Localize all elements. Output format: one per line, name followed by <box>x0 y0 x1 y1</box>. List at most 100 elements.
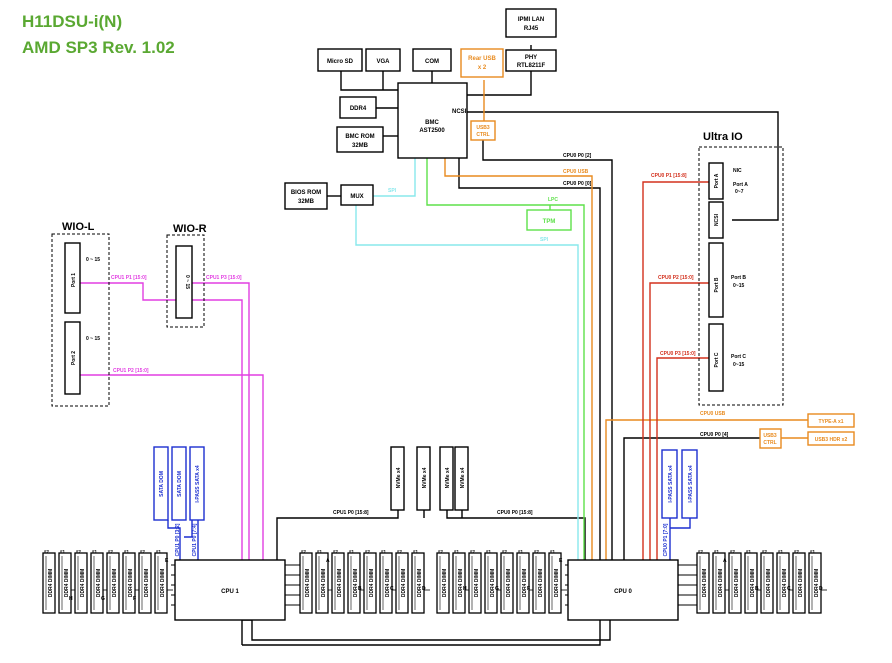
dimm-slot-number: #2 <box>698 549 704 554</box>
ipmi-lan-label: IPMI LAN <box>518 17 544 23</box>
dimm-channel-label: D <box>819 586 823 592</box>
dimm-slot-number: #1 <box>124 549 130 554</box>
dimm-channel-label: E <box>165 558 169 564</box>
dimm-slot-number: #2 <box>470 549 476 554</box>
dimm-slot: DDR4 DIMM#2 <box>468 549 482 614</box>
dimm-slot: DDR4 DIMM#2 <box>792 549 806 614</box>
cpu0-p0-0-label: CPU0 P0 [0] <box>563 181 592 187</box>
board-subtitle: AMD SP3 Rev. 1.02 <box>22 38 175 57</box>
memory-bus-lines <box>171 564 697 606</box>
dimm-slot: DDR4 DIMM#2 <box>138 549 152 614</box>
sata-dom-2: SATA DOM <box>171 446 187 521</box>
spi-label-top: SPI <box>388 188 397 194</box>
cpu0-p0-4-label: CPU0 P0 [4] <box>700 432 729 438</box>
vga-box: VGA <box>365 48 401 72</box>
dimm-slot: DDR4 DIMM#1 <box>548 549 562 614</box>
nvme-slot: NVMe x4 <box>454 446 469 511</box>
dimm-slot-label: DDR4 DIMM <box>321 569 327 597</box>
dimm-slot-label: DDR4 DIMM <box>506 569 512 597</box>
phy-box: PHY RTL8211F <box>505 49 557 72</box>
dimm-slot: DDR4 DIMM #2 <box>42 549 56 614</box>
dimm-slot-label: DDR4 DIMM <box>538 569 544 597</box>
dimm-slot-number: #1 <box>550 549 556 554</box>
dimm-slot: DDR4 DIMM#2 <box>728 549 742 614</box>
dimm-slot-label: DDR4 DIMM <box>80 569 86 597</box>
ipass-sata-cpu0-1: I-PASS SATA x4 <box>661 449 678 519</box>
cpu0-p3-label: CPU0 P3 [15:0] <box>660 351 696 357</box>
dimm-slot-number: #1 <box>156 549 162 554</box>
ncsi-slot-label: NCSI <box>714 213 720 226</box>
spi-label-bottom: SPI <box>540 237 549 243</box>
dimm-channel-label: F <box>133 596 136 602</box>
dimm-slot: DDR4 DIMM#1 <box>411 549 425 614</box>
nvme-slot: NVMe x4 <box>416 446 431 511</box>
usb3-hdr-label: USB3 HDR x2 <box>815 437 848 443</box>
dimm-slot: DDR4 DIMM#2 <box>696 549 710 614</box>
dimm-slot: DDR4 DIMM#1 <box>776 549 790 614</box>
bmc-usb3-ctrl-sub: CTRL <box>476 132 489 138</box>
dimm-slot-label: DDR4 DIMM <box>814 569 820 597</box>
sata-dom-2-label: SATA DOM <box>177 471 183 497</box>
dimm-slot: DDR4 DIMM#1 <box>712 549 726 614</box>
ddr4-bmc-box: DDR4 <box>339 96 377 119</box>
dimm-slot-label: DDR4 DIMM <box>48 569 54 597</box>
ddr4-bmc-label: DDR4 <box>350 106 367 112</box>
tpm-box: TPM <box>526 209 572 231</box>
dimm-slot: DDR4 DIMM#2 <box>500 549 514 614</box>
cpu1-p2-label: CPU1 P2 [15:0] <box>113 368 149 374</box>
ipass-sata-cpu0-2: I-PASS SATA x4 <box>681 449 698 519</box>
phy-chip: RTL8211F <box>517 63 546 69</box>
dimm-slot-number: #2 <box>301 549 307 554</box>
nvme-slot-label: NVMe x4 <box>396 467 402 488</box>
dimm-slot-number: #2 <box>397 549 403 554</box>
cpu1-label: CPU 1 <box>221 589 239 595</box>
dimm-slot-label: DDR4 DIMM <box>522 569 528 597</box>
dimm-channel-label: D <box>422 586 426 592</box>
usb3-ctrl-right-box: USB3 CTRL <box>759 428 782 449</box>
dimm-slot: DDR4 DIMM#1 <box>154 549 168 614</box>
wio-l-port-1: Port 1 <box>64 242 81 314</box>
port-b-label: Port B <box>731 275 746 281</box>
dimm-slot: DDR4 DIMM#2 <box>532 549 546 614</box>
dimm-slot-number: #2 <box>44 549 50 554</box>
dimm-slot-number: #1 <box>454 549 460 554</box>
dimm-slot-number: #2 <box>108 549 114 554</box>
port-b-slot: Port B <box>708 242 724 318</box>
cpu1-p1-label: CPU1 P1 [15:0] <box>111 275 147 281</box>
wio-l-port-2-lanes: 0 ~ 15 <box>86 336 100 342</box>
dimm-slot: DDR4 DIMM #2 <box>299 549 313 614</box>
rear-usb-label: Rear USB <box>468 56 496 62</box>
ipmi-lan-connector: RJ45 <box>524 26 539 32</box>
dimm-slot-label: DDR4 DIMM <box>337 569 343 597</box>
dimm-slot-label: DDR4 DIMM <box>144 569 150 597</box>
cpu0-usb-label: CPU0 USB <box>563 169 589 175</box>
port-c-slot: Port C <box>708 323 724 392</box>
dimm-slot-number: #1 <box>778 549 784 554</box>
dimm-slot-label: DDR4 DIMM <box>442 569 448 597</box>
ipass-sata-cpu1-label: I-PASS SATA x4 <box>195 465 201 503</box>
dimm-slot: DDR4 DIMM#1 <box>516 549 530 614</box>
bios-rom-box: BIOS ROM 32MB <box>284 182 328 210</box>
dimm-channel-label: H <box>463 586 467 592</box>
bios-rom-size: 32MB <box>298 199 315 205</box>
cpu1-p0-7-4-label: CPU1 P0 [7:4] <box>192 523 198 556</box>
port-a-slot-label: Port A <box>714 173 720 188</box>
dimm-slot-label: DDR4 DIMM <box>305 569 311 597</box>
connection-lines <box>80 45 808 646</box>
dimm-slot-number: #2 <box>333 549 339 554</box>
dimm-slot: DDR4 DIMM#2 <box>760 549 774 614</box>
dimm-slot-label: DDR4 DIMM <box>128 569 134 597</box>
bmc-label: BMC <box>425 120 439 126</box>
nvme-cpu0-p0-label: CPU0 P0 [15:8] <box>497 510 533 516</box>
dimm-slot-number: #1 <box>60 549 66 554</box>
cpu1-box: CPU 1 <box>174 559 286 621</box>
port-c-label: Port C <box>731 354 746 360</box>
